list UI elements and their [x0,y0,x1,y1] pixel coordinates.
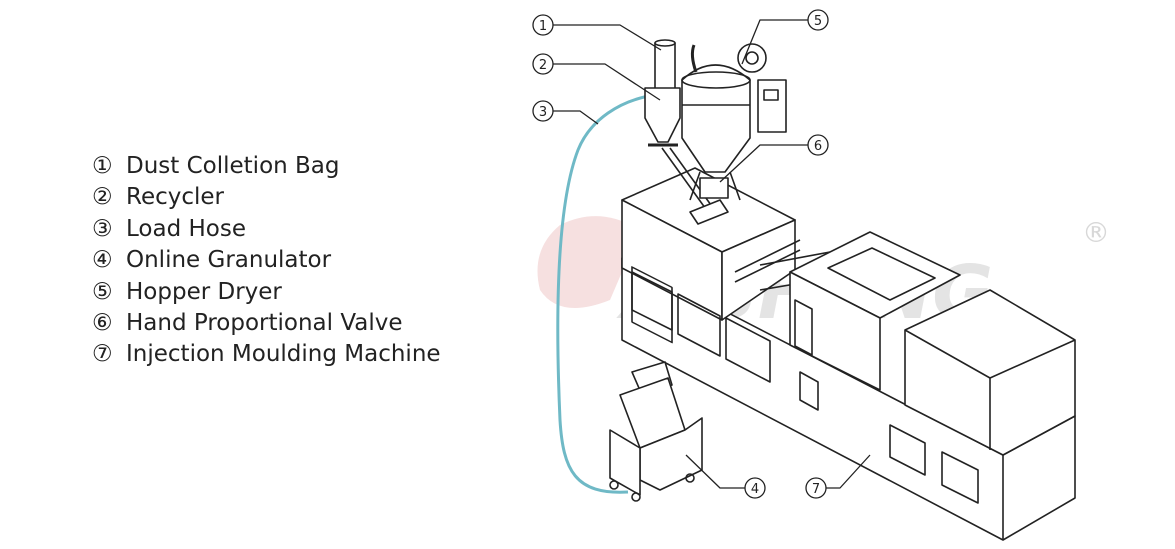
granulator-frame [609,429,641,496]
dust-collection-bag [654,39,676,92]
callout-digit-7: 7 [812,482,820,497]
callout-digit-5: 5 [814,14,822,29]
legend-item: ④ Online Granulator [92,245,441,276]
callout-digit-3: 3 [539,105,547,120]
legend-label: Hand Proportional Valve [126,309,403,336]
machine-platen-slot [794,299,813,356]
component-legend: ① Dust Colletion Bag ② Recycler ③ Load Hose… [92,151,441,371]
legend-number: ② [92,184,113,211]
dryer-hopper-rim [681,71,751,89]
watermark-registered-mark: ® [1082,216,1110,249]
callout-numbers: ① [532,9,829,499]
legend-number: ① [92,153,113,179]
callout-3 [532,100,554,122]
machine-base-panel [889,424,926,476]
recycler-feed-pipe [669,147,717,213]
dryer-blower [737,43,767,73]
machine-tie-bar [759,251,831,266]
machine-control-block [904,289,1076,456]
dryer-blower-hub [745,51,759,65]
online-granulator [609,361,703,502]
callout-5 [807,9,829,31]
recycler-cyclone [644,87,681,143]
callout-digit-2: 2 [539,58,547,73]
dryer-control-box [757,79,787,133]
legend-label: Load Hose [126,215,246,242]
dryer-cone-legs [689,171,741,201]
injection-moulding-machine [621,167,1076,541]
callout-leaders [553,19,871,489]
leader-5 [741,19,808,65]
legend-item: ② Recycler [92,182,441,213]
machine-block-edge [904,329,991,379]
machine-safety-slot [799,371,819,411]
legend-item: ③ Load Hose [92,214,441,245]
legend-number: ⑥ [92,309,113,336]
legend-number: ③ [92,215,113,242]
legend-number: ⑤ [92,278,113,305]
leader-1 [553,24,662,51]
machine-cabinet-door [677,293,721,357]
granulator-wheel [631,492,641,502]
machine-cabinet-door [631,271,673,331]
granulator-wheel [609,480,619,490]
watermark-swoosh [537,216,640,308]
hopper-dryer [681,43,787,201]
machine-tie-bar [734,249,801,283]
legend-label: Online Granulator [126,247,332,274]
callout-digits: 1 2 3 5 6 4 7 [539,14,822,497]
recycler-feed-pipe [661,147,709,213]
valve-body [699,177,729,199]
legend-item: ⑦ Injection Moulding Machine [92,339,441,370]
machine-clamp-front [789,271,881,391]
valve-base [689,199,729,225]
legend-item: ① Dust Colletion Bag [92,151,441,182]
legend-label: Injection Moulding Machine [126,341,441,368]
leader-4 [685,454,745,489]
legend-number: ⑦ [92,341,113,368]
dust-bag-body [654,42,676,92]
legend-number: ④ [92,247,113,274]
legend-label: Hopper Dryer [126,278,282,305]
callout-digit-6: 6 [814,139,822,154]
leader-3 [553,110,599,125]
recycler [644,87,717,213]
callout-7 [805,477,827,499]
callout-1: ① [532,14,554,36]
dryer-hopper-body [681,64,751,173]
callout-4 [744,477,766,499]
callout-digit-1: 1 [539,19,547,34]
machine-block-edge [989,339,1076,379]
legend-item: ⑤ Hopper Dryer [92,277,441,308]
leader-6 [719,144,808,183]
granulator-wheel [685,473,695,483]
legend-item: ⑥ Hand Proportional Valve [92,308,441,339]
machine-tie-bar [734,239,801,273]
machine-base-panel [941,451,979,504]
leader-2 [553,63,661,101]
leader-7 [826,454,871,489]
hand-proportional-valve [689,177,729,225]
callout-digit-4: 4 [751,482,759,497]
dryer-control-panel [763,89,779,101]
callout-2 [532,53,554,75]
dryer-inlet-pipe [690,44,698,73]
legend-label: Recycler [126,184,224,211]
dust-bag-top [654,39,676,47]
legend-label: Dust Colletion Bag [126,153,340,179]
callout-6 [807,134,829,156]
machine-clamp-window [827,247,936,301]
machine-cabinet-door [725,317,771,383]
load-hose [556,93,656,494]
